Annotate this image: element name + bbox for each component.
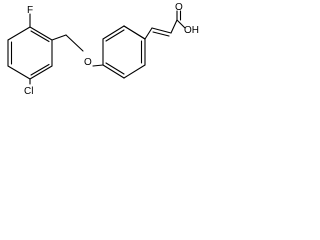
bond-line: [102, 25, 125, 40]
structure-drawing: F Cl O O OH: [7, 2, 199, 97]
bond-line: [123, 25, 146, 40]
chlorine-label: Cl: [24, 86, 33, 97]
bond-line: [30, 63, 50, 76]
bond-line: [151, 27, 172, 34]
bond-line: [29, 65, 53, 80]
bond-line: [51, 34, 67, 41]
fluorine-label: F: [27, 5, 33, 16]
bond-line: [123, 64, 146, 79]
bond-lines: [7, 10, 186, 85]
bond-line: [29, 26, 53, 41]
ether-oxygen-label: O: [84, 57, 92, 68]
bond-line: [7, 26, 31, 41]
bond-line: [102, 64, 125, 79]
bond-line: [176, 19, 186, 29]
bond-line: [144, 27, 153, 40]
bond-line: [105, 29, 125, 42]
bond-line: [7, 65, 31, 80]
atom-labels: F Cl O O OH: [24, 2, 199, 97]
bond-line: [152, 31, 170, 37]
bond-line: [92, 64, 104, 67]
bond-line: [105, 62, 125, 75]
hydroxyl-label: OH: [184, 25, 199, 36]
bond-line: [30, 30, 50, 43]
molecule-diagram: F Cl O O OH: [0, 0, 204, 102]
bond-line: [65, 34, 84, 52]
bond-line: [170, 19, 178, 34]
carbonyl-oxygen-label: O: [175, 2, 183, 13]
